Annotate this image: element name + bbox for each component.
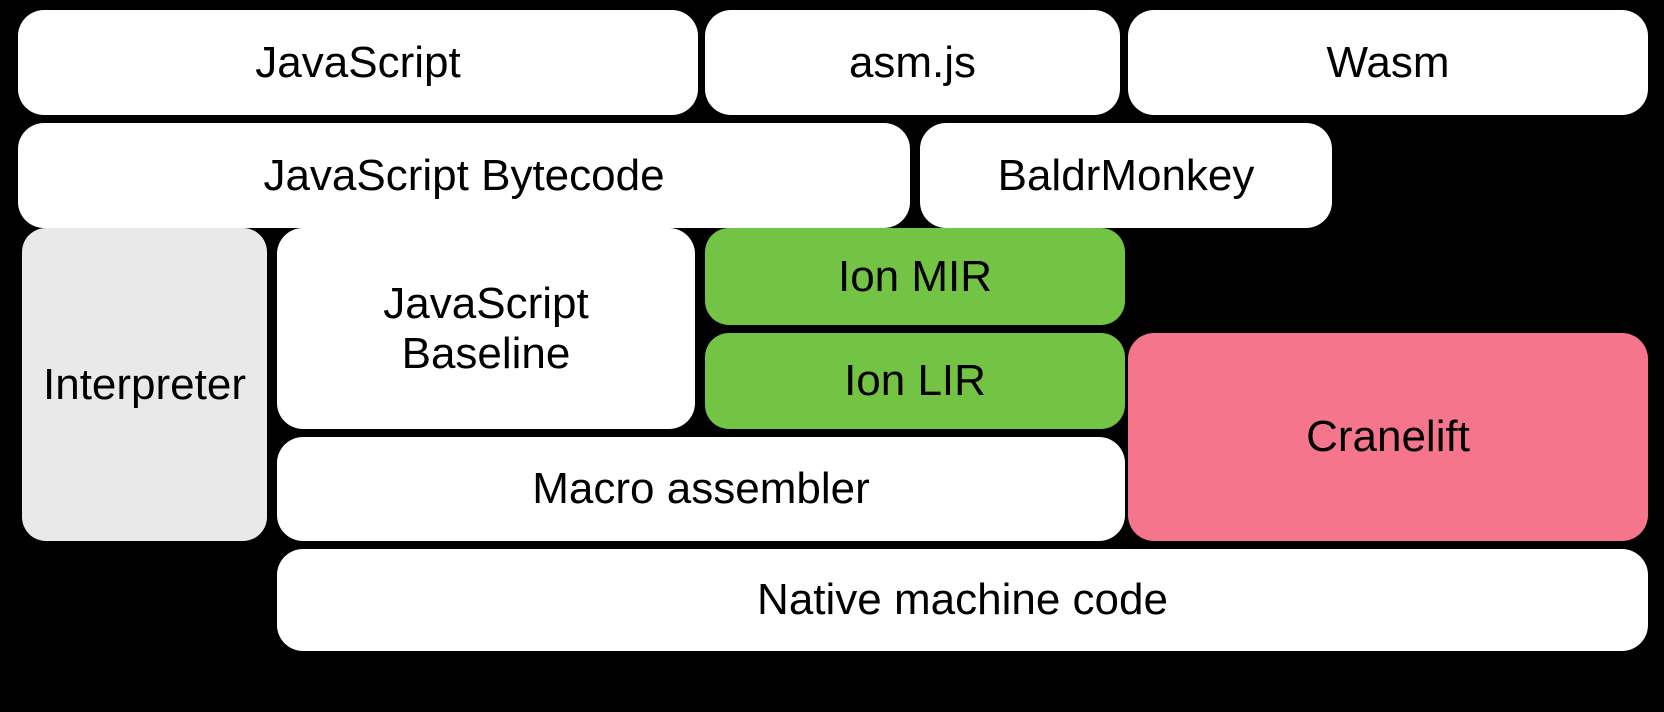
- node-cranelift: Cranelift: [1128, 333, 1648, 541]
- node-interpreter: Interpreter: [22, 228, 267, 541]
- node-wasm: Wasm: [1128, 10, 1648, 115]
- node-ion-lir: Ion LIR: [705, 333, 1125, 429]
- node-ion-mir: Ion MIR: [705, 228, 1125, 325]
- node-macro-assembler: Macro assembler: [277, 437, 1125, 541]
- node-javascript-baseline: JavaScript Baseline: [277, 228, 695, 429]
- node-javascript: JavaScript: [18, 10, 698, 115]
- node-native-machine-code: Native machine code: [277, 549, 1648, 651]
- node-javascript-bytecode: JavaScript Bytecode: [18, 123, 910, 228]
- node-asm-js: asm.js: [705, 10, 1120, 115]
- node-baldrmonkey: BaldrMonkey: [920, 123, 1332, 228]
